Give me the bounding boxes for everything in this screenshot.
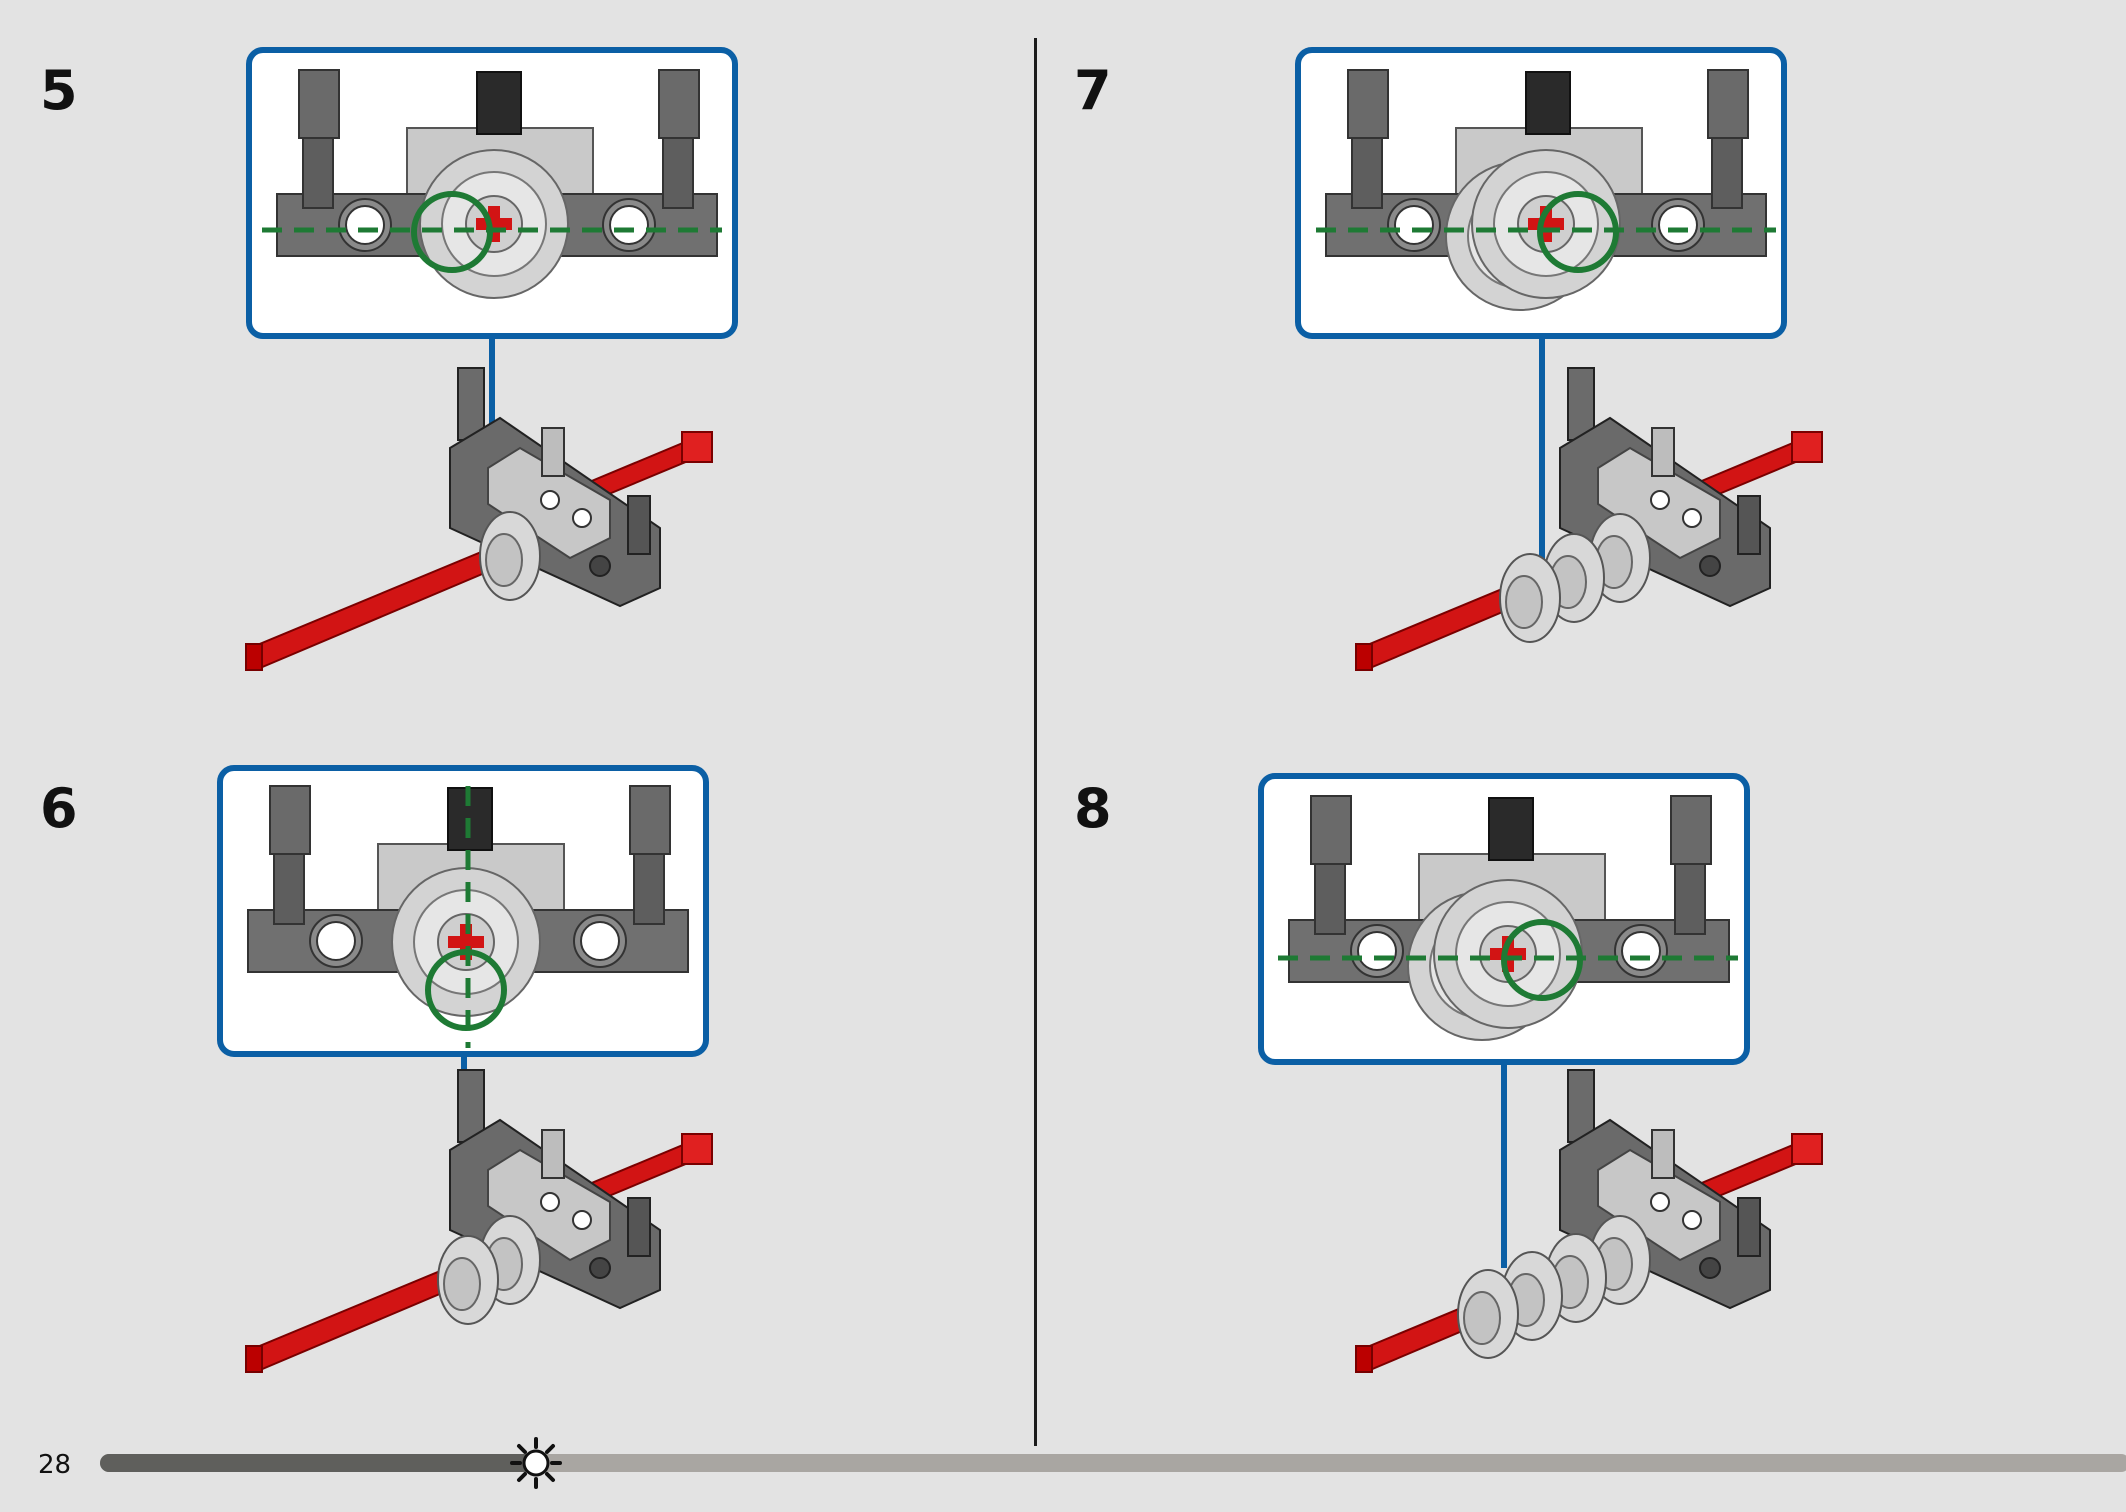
bush-icon [1433,879,1583,1029]
step-5-callout [246,47,738,339]
step-6-model [245,1069,713,1373]
step-8-model [1355,1069,1823,1373]
bush-icon [1471,149,1621,299]
page-divider [1034,38,1037,1446]
step-number-6: 6 [40,777,78,840]
bush-icon [419,149,569,299]
progress-fill [100,1454,536,1472]
step-5-model [245,367,713,671]
gear-sun-icon [510,1437,562,1489]
step-number-8: 8 [1074,777,1112,840]
step-number-5: 5 [40,59,78,122]
step-6-callout [217,765,709,1057]
step-8-callout [1258,773,1750,1065]
step-7-callout [1295,47,1787,339]
progress-track [100,1454,2126,1472]
step-number-7: 7 [1074,59,1112,122]
step-7-model [1355,367,1823,671]
page-number: 28 [38,1450,72,1480]
